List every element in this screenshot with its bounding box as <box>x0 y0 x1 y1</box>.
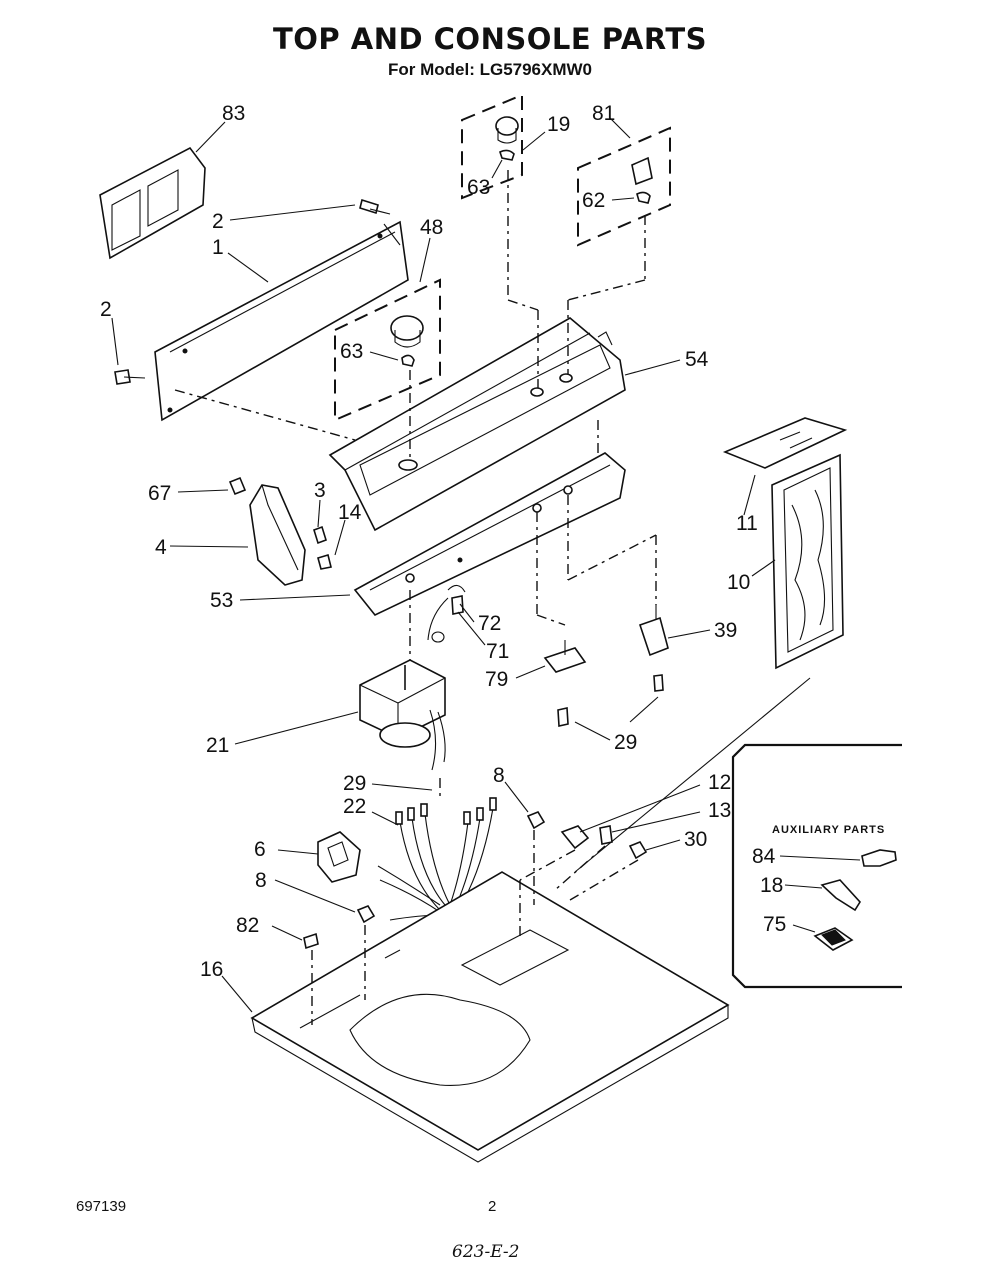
screw-14 <box>317 553 332 570</box>
callout-13: 13 <box>708 799 731 822</box>
part-10-lint-screen <box>771 453 844 670</box>
callout-18: 18 <box>760 874 783 897</box>
callout-63-upper: 63 <box>467 176 490 199</box>
callout-10: 10 <box>727 571 750 594</box>
model-subtitle: For Model: LG5796XMW0 <box>387 60 593 79</box>
screw-2-left <box>114 369 146 385</box>
callout-82: 82 <box>236 914 259 937</box>
callout-84: 84 <box>752 845 776 868</box>
part-83-frame <box>99 146 206 260</box>
callout-75: 75 <box>763 913 786 936</box>
callout-72: 72 <box>478 612 501 635</box>
part-30-nut <box>628 841 648 860</box>
part-82-clip <box>303 932 319 950</box>
part-79-switch <box>543 640 587 673</box>
callout-1: 1 <box>212 236 224 259</box>
callout-21: 21 <box>206 734 229 757</box>
group-19-box <box>461 93 523 200</box>
part-53-bracket <box>353 452 626 616</box>
part-72-screw <box>447 584 466 615</box>
callout-81: 81 <box>592 102 615 125</box>
part-1-console-panel <box>154 220 409 422</box>
callout-14: 14 <box>338 501 362 524</box>
part-54-console-top <box>328 317 626 532</box>
leader-lines <box>174 170 811 1025</box>
nut-8-lower <box>356 905 376 924</box>
callout-labels: 83 2 1 48 2 19 63 81 62 63 54 67 3 14 4 … <box>100 102 786 981</box>
part-4-end-bracket <box>228 476 306 586</box>
screw-29-right <box>653 674 664 692</box>
page-number: 2 <box>488 1198 497 1215</box>
part-71-wire-clip <box>427 597 449 643</box>
screw-2-upper <box>359 198 391 215</box>
part-11-cover <box>722 417 848 469</box>
callout-48: 48 <box>420 216 443 239</box>
callout-2-left: 2 <box>100 298 112 321</box>
callout-79: 79 <box>485 668 508 691</box>
callout-11: 11 <box>736 512 758 535</box>
auxiliary-parts-title: AUXILIARY PARTS <box>772 824 885 836</box>
callout-8-upper: 8 <box>493 764 505 787</box>
part-13-screw <box>599 825 613 845</box>
callout-83: 83 <box>222 102 245 125</box>
callout-22: 22 <box>343 795 366 818</box>
callout-29-right: 29 <box>614 731 637 754</box>
group-48-box <box>334 278 441 422</box>
callout-67: 67 <box>148 482 171 505</box>
group-81-box <box>577 126 671 247</box>
callout-2-upper: 2 <box>212 210 224 233</box>
page-title: TOP AND CONSOLE PARTS <box>272 22 708 56</box>
callout-39: 39 <box>714 619 737 642</box>
part-12-fastener <box>560 825 590 850</box>
part-18-terminal <box>820 879 861 912</box>
nut-8-upper <box>526 811 546 830</box>
screw-29-lower <box>557 707 569 727</box>
callout-6: 6 <box>254 838 266 861</box>
callout-63-lower: 63 <box>340 340 363 363</box>
callout-29-left: 29 <box>343 772 366 795</box>
callout-71: 71 <box>486 640 509 663</box>
callout-54: 54 <box>685 348 709 371</box>
part-6-bracket <box>317 831 361 883</box>
part-21-timer <box>359 659 446 771</box>
callout-arrows <box>111 117 776 1013</box>
callout-30: 30 <box>684 828 707 851</box>
screw-3 <box>313 525 327 545</box>
handwritten-note: 623-E-2 <box>452 1242 520 1262</box>
part-39-switch <box>638 605 669 657</box>
auxiliary-parts-box: AUXILIARY PARTS <box>731 743 902 989</box>
part-84-terminal <box>861 849 897 867</box>
callout-12: 12 <box>708 771 731 794</box>
callout-3: 3 <box>314 479 326 502</box>
part-16-top-panel <box>250 871 730 1163</box>
callout-8-lower: 8 <box>255 869 267 892</box>
callout-62: 62 <box>582 189 605 212</box>
callout-19: 19 <box>547 113 570 136</box>
callout-16: 16 <box>200 958 223 981</box>
callout-4: 4 <box>155 536 167 559</box>
callout-53: 53 <box>210 589 233 612</box>
doc-number: 697139 <box>76 1198 127 1215</box>
